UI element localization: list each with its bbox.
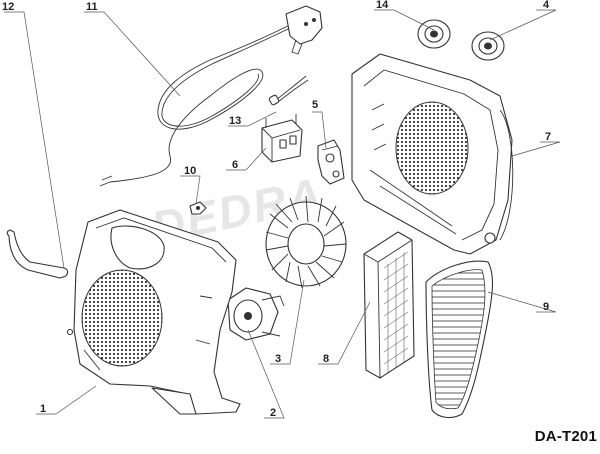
part-4-knob bbox=[471, 31, 505, 61]
callout-3: 3 bbox=[275, 353, 281, 365]
part-1-front-housing bbox=[66, 209, 241, 415]
callout-6: 6 bbox=[232, 159, 238, 171]
callout-8: 8 bbox=[323, 353, 329, 365]
callout-14: 14 bbox=[376, 0, 389, 11]
part-10-clip bbox=[189, 201, 207, 215]
part-9-handle bbox=[425, 260, 493, 419]
callout-7: 7 bbox=[545, 131, 551, 143]
part-12-rod bbox=[6, 229, 69, 279]
part-7-rear-housing bbox=[351, 53, 514, 255]
part-2-motor bbox=[227, 287, 285, 341]
part-8-heating-element bbox=[363, 231, 415, 379]
part-6-switch bbox=[261, 114, 303, 163]
callout-1: 1 bbox=[40, 403, 46, 415]
callout-9: 9 bbox=[543, 301, 549, 313]
callout-5: 5 bbox=[312, 99, 318, 111]
callout-10: 10 bbox=[184, 165, 196, 177]
part-14-knob bbox=[417, 19, 451, 49]
part-13-wire bbox=[268, 75, 309, 106]
leader-lines bbox=[4, 9, 561, 419]
callout-13: 13 bbox=[229, 115, 241, 127]
part-5-thermostat bbox=[317, 139, 345, 185]
callout-11: 11 bbox=[86, 1, 98, 13]
part-11-power-cord bbox=[99, 5, 323, 187]
callout-12: 12 bbox=[2, 1, 14, 13]
model-number: DA-T201 bbox=[534, 428, 597, 445]
callout-4: 4 bbox=[543, 0, 550, 11]
callout-2: 2 bbox=[270, 407, 276, 419]
part-3-fan bbox=[265, 195, 347, 289]
